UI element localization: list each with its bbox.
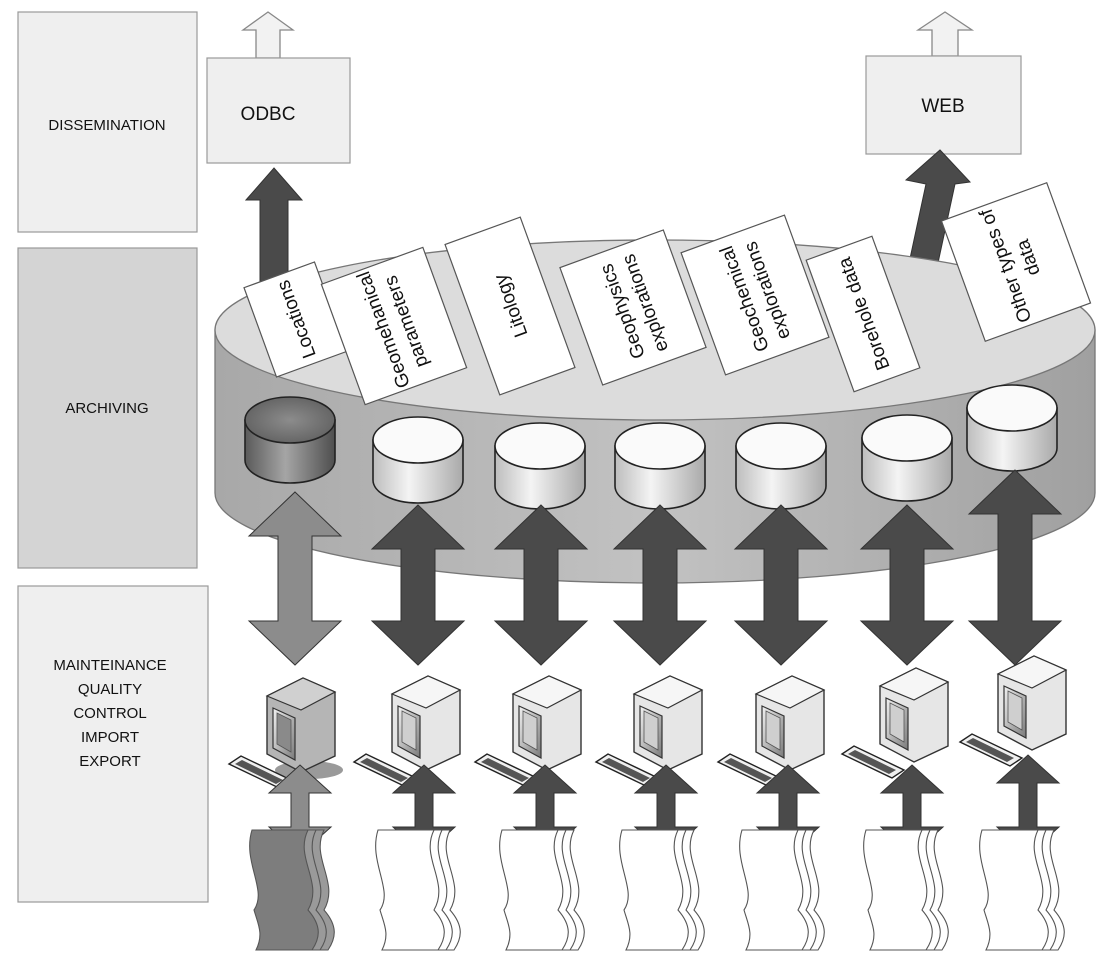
data-type-label-card: Borehole data <box>805 235 921 393</box>
layer-label-maintenance-1: QUALITY <box>78 681 142 698</box>
layer-label-maintenance-0: MAINTEINANCE <box>53 657 166 674</box>
odbc-box <box>206 57 351 164</box>
layer-label-maintenance-3: IMPORT <box>81 729 139 746</box>
document-stack-icon <box>499 829 585 951</box>
workstation-computer-icon <box>265 677 343 779</box>
document-stack-icon <box>375 829 461 951</box>
workstation-computer-icon <box>511 675 583 771</box>
database-cylinder-icon <box>966 384 1058 472</box>
database-cylinder-icon <box>614 422 706 510</box>
database-cylinder-icon <box>494 422 586 510</box>
data-type-label-card: Locations <box>243 261 348 378</box>
archive-sync-double-arrow-icon <box>370 504 466 666</box>
document-stack-icon <box>979 829 1065 951</box>
data-type-column-2: Litology <box>444 216 589 951</box>
database-cylinder-icon <box>861 414 953 502</box>
odbc-output: ODBC <box>206 11 351 283</box>
archive-sync-double-arrow-icon <box>493 504 589 666</box>
workstation-computer-icon <box>754 675 826 771</box>
workstation-computer-icon <box>632 675 704 771</box>
archive-sync-double-arrow-icon <box>612 504 708 666</box>
keyboard-icon <box>958 733 1024 767</box>
layer-label-maintenance-4: EXPORT <box>79 753 140 770</box>
database-cylinder-icon <box>244 396 336 484</box>
layer-label-maintenance-2: CONTROL <box>73 705 146 722</box>
layer-panel-maintenance: MAINTEINANCE QUALITY CONTROL IMPORT EXPO… <box>17 585 209 903</box>
keyboard-icon <box>840 745 906 779</box>
web-label: WEB <box>921 96 964 117</box>
workstation-computer-icon <box>996 655 1068 751</box>
database-cylinder-icon <box>735 422 827 510</box>
web-up-arrow-icon <box>915 11 975 57</box>
document-stack-icon <box>739 829 825 951</box>
document-stack-icon <box>619 829 705 951</box>
workstation-computer-icon <box>878 667 950 763</box>
data-type-label-card: Litology <box>444 216 576 396</box>
document-stack-icon <box>863 829 949 951</box>
data-type-column-5: Borehole data <box>805 235 955 951</box>
database-cylinder-icon <box>372 416 464 504</box>
archive-sync-double-arrow-icon <box>733 504 829 666</box>
odbc-label: ODBC <box>241 104 296 125</box>
layer-label-dissemination: DISSEMINATION <box>48 117 165 134</box>
odbc-link-arrow-icon <box>244 167 304 283</box>
odbc-up-arrow-icon <box>240 11 296 59</box>
archive-sync-double-arrow-icon <box>859 504 955 666</box>
data-type-column-0: Locations <box>227 261 348 951</box>
workstation-computer-icon <box>390 675 462 771</box>
layer-panel-dissemination: DISSEMINATION <box>17 11 198 233</box>
layer-panel-archiving: ARCHIVING <box>17 247 198 569</box>
document-stack-icon <box>249 829 335 951</box>
web-box <box>865 55 1022 155</box>
archive-sync-double-arrow-icon <box>247 491 343 666</box>
layer-label-archiving: ARCHIVING <box>65 400 148 417</box>
